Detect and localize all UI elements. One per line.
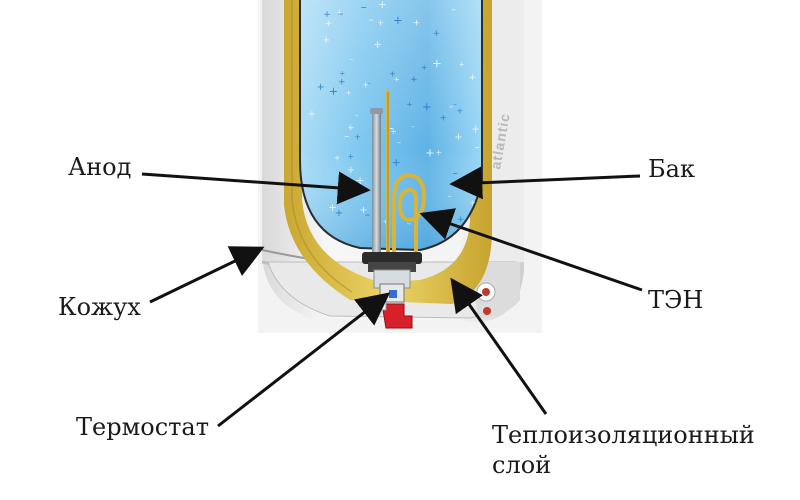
bubble: + xyxy=(406,100,412,109)
bubble: + xyxy=(389,68,396,78)
arrow-teplo xyxy=(450,277,548,415)
bubble: + xyxy=(383,217,390,226)
bubble: + xyxy=(354,133,360,142)
arrow-bak xyxy=(449,166,641,200)
arrow-ten xyxy=(419,208,643,292)
bubble: – xyxy=(474,141,480,154)
anode-rod xyxy=(370,108,383,260)
label-insulation-line1: Теплоизоляционный xyxy=(492,421,755,449)
bubble: – xyxy=(453,168,458,179)
bubble: + xyxy=(469,72,477,83)
bubble: – xyxy=(453,100,457,109)
bubble: + xyxy=(422,100,432,114)
bubble: – xyxy=(451,5,456,16)
bubble: + xyxy=(373,39,382,51)
label-insulation-line2: слой xyxy=(492,451,552,479)
bubble: + xyxy=(346,88,352,97)
bubble: + xyxy=(378,0,387,11)
bubble: + xyxy=(439,113,447,124)
bubble: + xyxy=(322,35,330,46)
bubble: + xyxy=(410,75,417,85)
bubble: + xyxy=(393,13,403,27)
bubble: – xyxy=(397,138,401,148)
bubble: + xyxy=(329,85,338,98)
bubble: + xyxy=(347,124,354,134)
bubble: + xyxy=(335,208,343,219)
bubble: + xyxy=(457,105,464,115)
bubble: – xyxy=(365,209,370,221)
bubble: – xyxy=(449,101,454,112)
bubble: – xyxy=(344,131,349,143)
bubble: + xyxy=(455,132,463,143)
bubble: + xyxy=(359,205,367,216)
bubble: – xyxy=(361,0,367,14)
bubble: + xyxy=(457,215,464,225)
bubble: + xyxy=(421,63,428,72)
label-insulation: Теплоизоляционный слой xyxy=(492,420,792,480)
bubble: + xyxy=(469,198,476,207)
bubble: + xyxy=(394,74,400,83)
label-tank: Бак xyxy=(648,155,695,183)
bubble: + xyxy=(317,82,325,93)
bubble: + xyxy=(377,18,384,28)
label-anode: Анод xyxy=(68,153,132,181)
bubble: + xyxy=(392,156,401,169)
label-heating-element: ТЭН xyxy=(648,286,704,314)
bubble: + xyxy=(334,153,341,162)
label-casing: Кожух xyxy=(58,293,141,321)
bubble: – xyxy=(367,79,371,88)
bubble: + xyxy=(347,165,355,176)
arrow-anod xyxy=(141,171,371,205)
bubble: + xyxy=(471,124,480,136)
bubble: + xyxy=(325,19,332,29)
bubble: + xyxy=(328,202,337,214)
arrow-kozhuh xyxy=(149,246,265,304)
bubble: – xyxy=(338,6,344,20)
bubble: + xyxy=(390,127,396,136)
bubble: + xyxy=(348,152,355,161)
bubble: + xyxy=(432,56,442,70)
bubble: + xyxy=(413,19,421,29)
bubble: + xyxy=(339,68,345,77)
label-thermostat: Термостат xyxy=(76,413,209,441)
bubble: + xyxy=(425,147,434,160)
bubble: + xyxy=(308,109,316,120)
bubble: + xyxy=(338,78,346,88)
bubble: + xyxy=(323,10,331,20)
bubble: + xyxy=(336,8,342,17)
leader-lines xyxy=(141,166,643,428)
bubble: – xyxy=(448,191,452,200)
bubble: – xyxy=(358,179,362,188)
bubble: – xyxy=(411,122,415,131)
bubble: – xyxy=(350,55,354,64)
bubble: – xyxy=(407,218,411,228)
bubble: – xyxy=(355,110,359,119)
bubble: + xyxy=(433,28,440,38)
arrow-termostat xyxy=(217,292,391,428)
bubble: + xyxy=(362,80,369,90)
bubble: + xyxy=(436,148,442,157)
bubble: + xyxy=(459,59,465,68)
bubble: – xyxy=(368,13,374,27)
